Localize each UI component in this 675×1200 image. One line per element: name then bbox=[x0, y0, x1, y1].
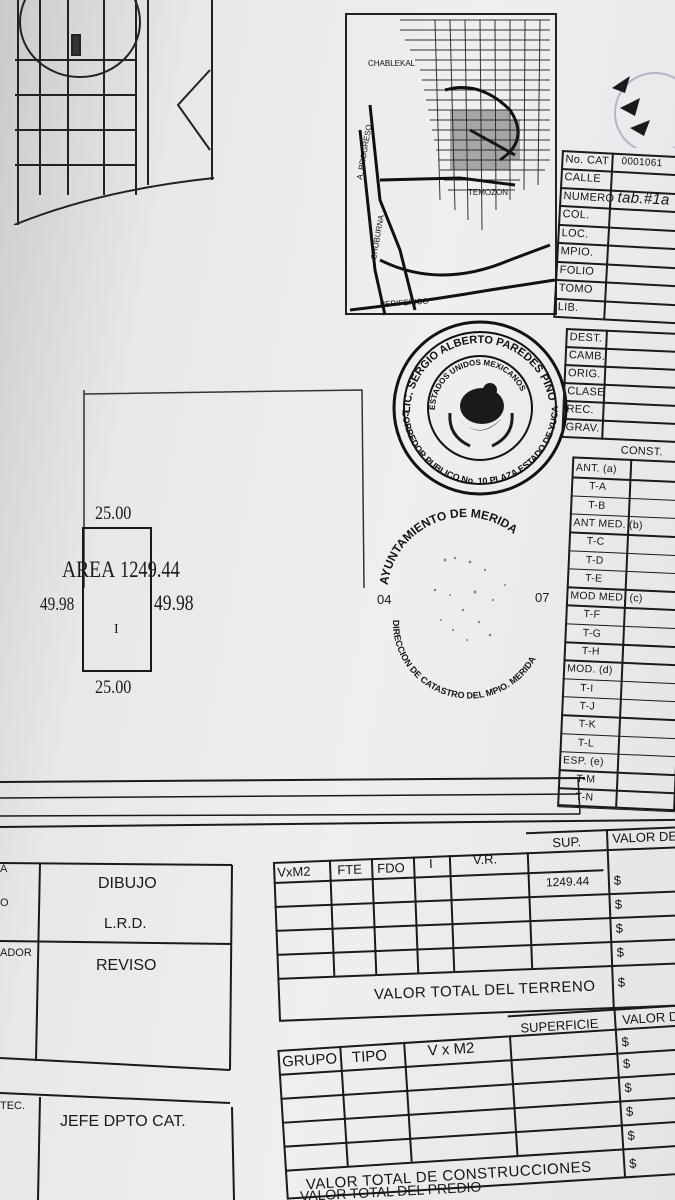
info-label-tomo: TOMO bbox=[558, 282, 594, 296]
parcel-area-value: 1249.44 bbox=[120, 557, 180, 582]
const-header-valor: VALOR DE bbox=[621, 1008, 675, 1028]
const-row-label: T-D bbox=[585, 553, 604, 567]
class-label-rec: REC. bbox=[566, 403, 595, 417]
parcel-right-dimension: 49.98 bbox=[154, 590, 194, 615]
const-row-label: T-C bbox=[586, 535, 605, 549]
parcel-lot bbox=[82, 527, 152, 672]
street-label-periferico: PERIFERICO bbox=[380, 297, 429, 309]
classification-panel: DEST. CAMB. ORIG. CLASE REC. GRAV. CONST… bbox=[545, 328, 675, 823]
const-currency-1: $ bbox=[621, 1033, 630, 1050]
parcel-top-dimension: 25.00 bbox=[95, 503, 132, 524]
land-sup-value: 1249.44 bbox=[545, 873, 590, 890]
street-label-progreso: A. PROGRESO bbox=[355, 124, 374, 181]
parcel-area-label: AREA bbox=[62, 557, 116, 582]
svg-text:AYUNTAMIENTO DE MERIDA: AYUNTAMIENTO DE MERIDA bbox=[377, 506, 521, 586]
const-row-label: ESP. (e) bbox=[562, 754, 605, 768]
notary-seal: LIC. SERGIO ALBERTO PAREDES PINO ESTADOS… bbox=[387, 310, 570, 498]
land-currency-1: $ bbox=[613, 872, 622, 888]
const-currency-2: $ bbox=[622, 1055, 631, 1072]
land-currency-3: $ bbox=[615, 920, 624, 936]
land-value-table: VxM2 FTE FDO I V.R. SUP. VALOR DE 1249.4… bbox=[272, 823, 675, 1023]
property-info-panel: No. CAT 0001061 CALLE NUMERO tab.#1a COL… bbox=[553, 150, 675, 326]
const-row-label: T-F bbox=[583, 608, 601, 622]
const-row-label: ANT. (a) bbox=[575, 461, 618, 476]
const-header-grupo: GRUPO bbox=[281, 1050, 338, 1071]
parcel-lot-marker: I bbox=[114, 622, 119, 637]
const-currency-4: $ bbox=[625, 1103, 634, 1120]
location-map: CHABLEKAL A. PROGRESO CHUBURNA TEMOZON P… bbox=[340, 10, 560, 340]
land-header-fdo: FDO bbox=[376, 859, 405, 876]
const-row-label: T-E bbox=[584, 571, 603, 585]
land-currency-2: $ bbox=[614, 896, 623, 912]
const-header-tipo: TIPO bbox=[351, 1047, 388, 1067]
const-row-label: T-L bbox=[577, 736, 595, 750]
land-header-fte: FTE bbox=[336, 861, 363, 878]
top-left-map-fragment bbox=[0, 0, 215, 226]
land-header-i: I bbox=[428, 855, 434, 871]
watermark-logo bbox=[600, 68, 675, 154]
dibujo-value: L.R.D. bbox=[104, 915, 147, 932]
construction-value-table: GRUPO TIPO V x M2 SUPERFICIE VALOR DE $ … bbox=[276, 1002, 675, 1200]
const-row-label: T-B bbox=[588, 498, 606, 512]
const-row-label: T-G bbox=[582, 626, 602, 640]
parcel-left-dimension: 49.98 bbox=[40, 594, 75, 615]
info-label-loc: LOC. bbox=[561, 227, 589, 241]
const-row-label: T-K bbox=[578, 718, 597, 731]
catastro-left-number: 04 bbox=[377, 592, 392, 607]
info-label-col: COL. bbox=[562, 208, 590, 222]
catastro-stamp: AYUNTAMIENTO DE MERIDA DIRECCION DE CATA… bbox=[375, 500, 555, 701]
info-label-folio: FOLIO bbox=[559, 264, 595, 278]
sig-fragment-o: O bbox=[0, 897, 9, 909]
street-label-temozon: TEMOZON bbox=[468, 188, 508, 197]
info-label-calle: CALLE bbox=[564, 171, 602, 186]
street-label-chablekal: CHABLEKAL bbox=[368, 59, 416, 68]
info-label-lib: LIB. bbox=[557, 301, 579, 315]
class-label-orig: ORIG. bbox=[567, 367, 601, 381]
const-row-label: T-J bbox=[579, 699, 596, 713]
const-currency-total: $ bbox=[628, 1155, 637, 1172]
sig-fragment-ador: ADOR bbox=[0, 947, 32, 959]
sig-fragment-a: A bbox=[0, 863, 8, 875]
parcel-bottom-dimension: 25.00 bbox=[95, 677, 132, 698]
separator-strip bbox=[0, 772, 586, 818]
const-currency-3: $ bbox=[623, 1079, 633, 1096]
info-value-no-cat: 0001061 bbox=[621, 156, 663, 170]
land-currency-4: $ bbox=[616, 944, 625, 960]
info-value-numero: tab.#1a bbox=[617, 188, 671, 209]
const-row-label: T-H bbox=[581, 645, 600, 658]
land-header-sup: SUP. bbox=[552, 834, 582, 851]
class-label-grav: GRAV. bbox=[565, 421, 600, 435]
land-header-vr: V.R. bbox=[472, 851, 498, 868]
svg-text:DIRECCION DE CATASTRO DEL MPIO: DIRECCION DE CATASTRO DEL MPIO. MERIDA bbox=[391, 620, 538, 700]
catastro-top-text: AYUNTAMIENTO DE MERIDA bbox=[377, 506, 521, 586]
class-label-clase: CLASE bbox=[566, 385, 606, 399]
jefe-label: JEFE DPTO CAT. bbox=[60, 1113, 186, 1130]
class-label-dest: DEST. bbox=[569, 331, 603, 345]
land-header-vxm2: VxM2 bbox=[277, 863, 311, 880]
const-currency-5: $ bbox=[626, 1127, 636, 1144]
info-label-mpio: MPIO. bbox=[560, 245, 594, 259]
reviso-label: REVISO bbox=[96, 957, 157, 974]
const-row-label: MOD. (d) bbox=[566, 662, 613, 677]
class-label-camb: CAMB. bbox=[568, 349, 606, 363]
const-header: CONST. bbox=[620, 444, 664, 459]
land-header-valor: VALOR DE bbox=[611, 828, 675, 846]
land-currency-total: $ bbox=[617, 974, 626, 990]
catastro-right-number: 07 bbox=[535, 590, 550, 605]
dibujo-label: DIBUJO bbox=[98, 875, 157, 892]
signature-block: A O ADOR TEC. DIBUJO L.R.D. REVISO JEFE … bbox=[0, 845, 240, 1200]
sig-fragment-tec: TEC. bbox=[0, 1100, 26, 1112]
const-row-label: T-I bbox=[580, 681, 594, 695]
const-row-label: T-A bbox=[588, 480, 607, 494]
eagle-emblem-icon bbox=[448, 383, 514, 448]
parcel-drawing-frame bbox=[82, 388, 368, 589]
info-label-no-cat: No. CAT bbox=[565, 153, 610, 168]
const-header-vxm2: V x M2 bbox=[427, 1039, 475, 1060]
catastro-bottom-text: DIRECCION DE CATASTRO DEL MPIO. MERIDA bbox=[391, 620, 538, 701]
